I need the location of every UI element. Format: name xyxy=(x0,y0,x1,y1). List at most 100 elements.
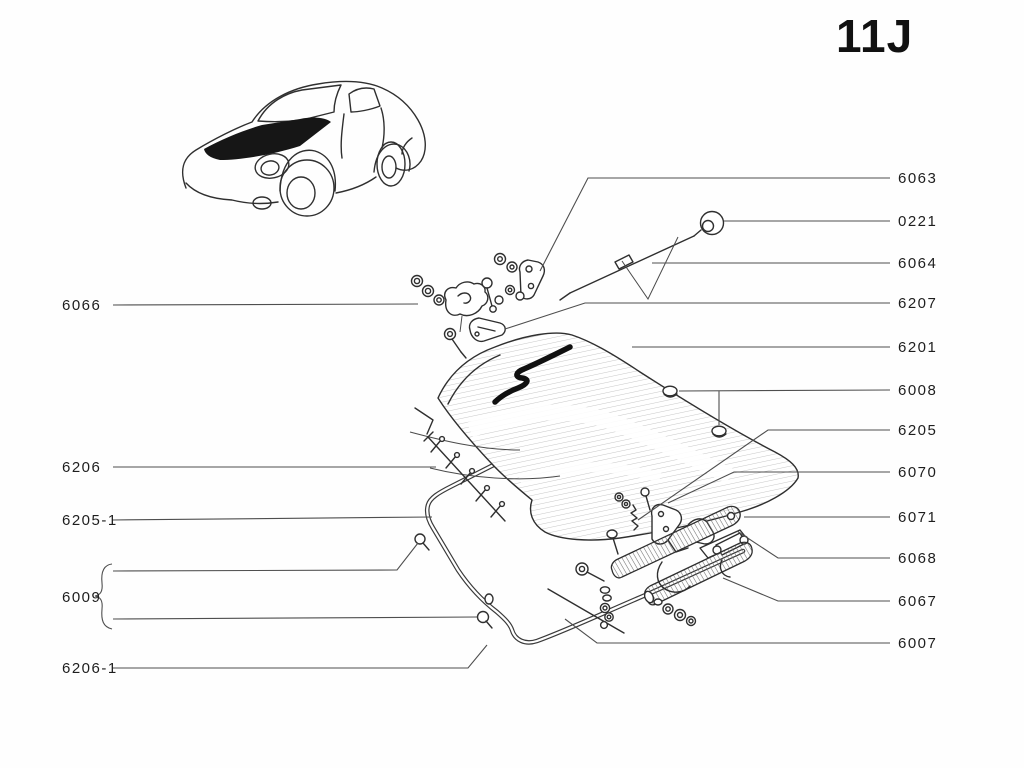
part-label-6064: 6064 xyxy=(898,255,937,272)
hinge-washer xyxy=(614,492,624,502)
hood-panel-outline xyxy=(437,332,799,541)
bracket-hole-2 xyxy=(527,282,535,290)
hinge-nut xyxy=(662,603,674,615)
latch-lower-bolt-hole xyxy=(446,330,454,338)
hinge-bracket-hole xyxy=(657,510,665,518)
car-rear-wheel xyxy=(376,141,406,187)
cable-knob-stem xyxy=(693,229,702,237)
part-label-6206-1: 6206-1 xyxy=(62,660,118,677)
rubber-bumper xyxy=(662,385,678,397)
car-front-wheel-arch xyxy=(279,149,337,192)
car-front-wheel xyxy=(279,159,335,217)
hinge-bracket-hole-2 xyxy=(662,525,670,533)
latch-washer-2 xyxy=(504,284,516,296)
latch-pull-line xyxy=(459,315,463,333)
car-headlight xyxy=(254,153,290,179)
leader-6063 xyxy=(539,177,890,272)
hinge-washer-hole xyxy=(616,494,622,500)
stop-pin-2-stem xyxy=(485,620,493,629)
part-label-6205: 6205 xyxy=(898,422,937,439)
part-hood-panel xyxy=(409,332,799,541)
part-release-cable xyxy=(559,210,725,301)
latch-lower-bolt-shaft xyxy=(451,338,462,353)
part-label-0221: 0221 xyxy=(898,213,937,230)
reinforcement-bar-cap xyxy=(643,590,655,604)
part-clip-rod xyxy=(423,431,506,522)
part-stop-pins xyxy=(414,533,493,629)
part-label-6009: 6009 xyxy=(62,589,101,606)
exploded-parts xyxy=(409,210,799,645)
car-pillar-line xyxy=(380,107,385,149)
cable-tip xyxy=(559,292,571,301)
latch-nut xyxy=(410,274,424,288)
latch-nut-3 xyxy=(433,294,445,306)
latch-bolt-nut xyxy=(489,305,497,313)
nut-2-hole xyxy=(606,614,612,620)
leader-6009-upper xyxy=(112,542,419,572)
part-label-6201: 6201 xyxy=(898,339,937,356)
latch-nut-3-hole xyxy=(436,297,442,303)
hood-inner-edge xyxy=(447,354,501,405)
part-fastener-cluster xyxy=(575,529,619,630)
rubber-bumper-base xyxy=(663,393,678,398)
car-body-outline xyxy=(181,80,426,189)
latch-nut-2 xyxy=(421,284,435,298)
hinge-washer-2-hole xyxy=(623,501,629,507)
rubber-bumper-2-base xyxy=(712,433,727,438)
rod-clip xyxy=(430,435,446,453)
hinge-nut-3 xyxy=(685,615,697,627)
nut xyxy=(599,602,611,614)
hinge-nut-hole xyxy=(665,606,671,612)
cable-knob-inner xyxy=(701,219,715,233)
car-front-wheel-hub xyxy=(286,176,316,210)
part-cable-bracket xyxy=(493,252,546,300)
hinge-nut-2-hole xyxy=(676,611,684,619)
part-label-6063: 6063 xyxy=(898,170,937,187)
rubber-bumper-2 xyxy=(711,425,727,437)
latch-lower-bolt-head xyxy=(443,327,457,341)
cable-guide-lines xyxy=(621,236,679,300)
car-rocker-line xyxy=(335,176,377,194)
hinge-arm-end-hole xyxy=(726,511,736,521)
hinge-spring xyxy=(630,504,639,531)
car-side-window xyxy=(348,87,381,113)
cable-wire xyxy=(569,235,695,294)
hood-panel-highlight xyxy=(467,404,734,484)
hinge-bolt-shaft xyxy=(645,495,651,511)
washer-2-hole xyxy=(509,264,515,270)
washer-2 xyxy=(602,594,612,602)
latch-nut-hole xyxy=(413,277,421,285)
part-striker-plate xyxy=(468,317,506,343)
page-section-code: 11J xyxy=(836,10,913,62)
washer xyxy=(599,586,611,594)
latch-washer-3 xyxy=(515,291,525,301)
clip-rod-shaft xyxy=(427,436,506,522)
striker-slot xyxy=(477,326,496,332)
latch-hook-detail xyxy=(457,292,472,304)
car-windshield xyxy=(257,84,342,123)
part-labels: 6063 0221 6064 6207 6201 6008 6205 6070 … xyxy=(62,170,937,677)
stop-pin-2-head xyxy=(476,610,490,624)
hinge-arm-bar xyxy=(610,505,741,579)
hinge-nut-3-hole xyxy=(688,618,694,624)
car-door-line xyxy=(340,113,345,159)
bolt-head-hole xyxy=(578,565,586,573)
hood-panel-highlight-2 xyxy=(518,462,662,485)
striker-screw xyxy=(474,331,480,337)
leader-6068 xyxy=(736,530,890,559)
nut-2 xyxy=(604,612,614,622)
latch-nut-2-hole xyxy=(424,287,432,295)
leader-6206-1 xyxy=(112,644,488,669)
hinge-nut-2 xyxy=(673,608,687,622)
car-hood-highlight xyxy=(204,117,331,160)
car-illustration xyxy=(181,80,426,217)
hinge-link xyxy=(656,561,691,593)
part-label-6070: 6070 xyxy=(898,464,937,481)
part-label-6207: 6207 xyxy=(898,295,937,312)
upper-bolt-shaft xyxy=(612,537,619,555)
leader-6205 xyxy=(637,429,890,521)
ring xyxy=(599,620,609,630)
car-plate xyxy=(252,196,272,210)
hood-crease xyxy=(414,407,434,435)
